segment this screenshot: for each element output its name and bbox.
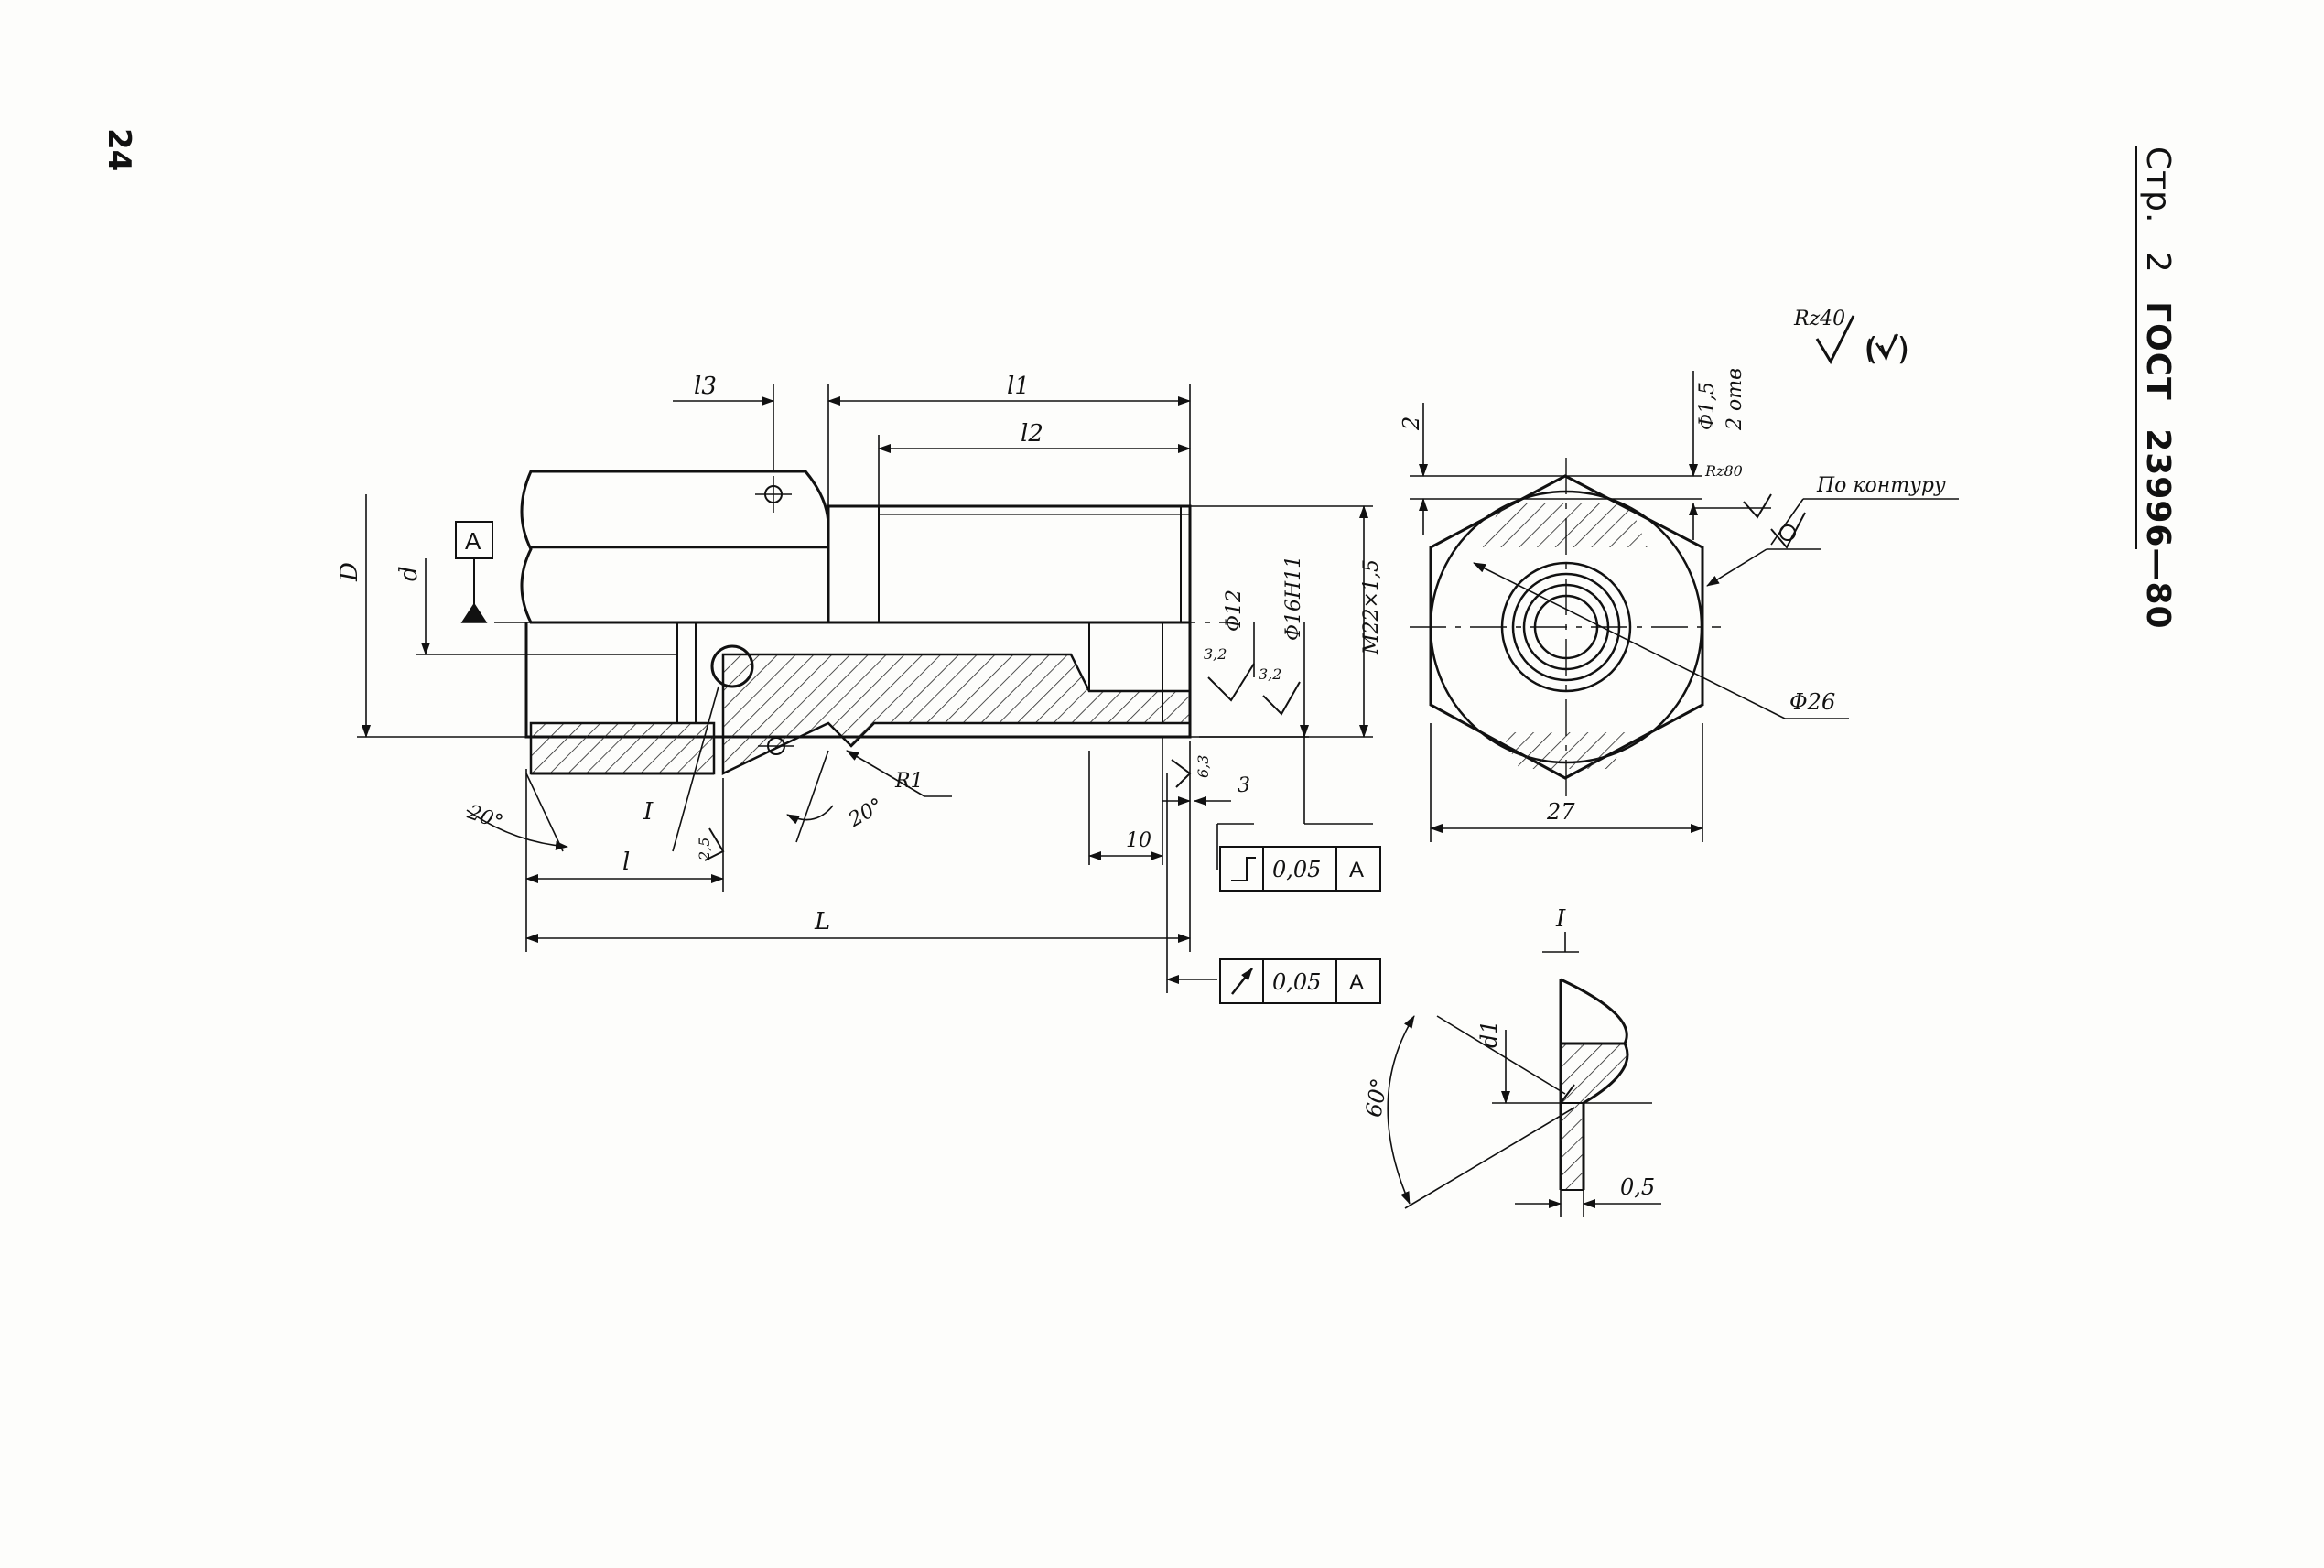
tolerance-frame-1: 0,05 A bbox=[1219, 846, 1381, 892]
hex-head-outline bbox=[520, 470, 830, 624]
detail-ref: I bbox=[643, 798, 654, 826]
detail-d1: d1 bbox=[1476, 1020, 1502, 1048]
detail-hatch bbox=[1560, 1043, 1628, 1104]
roughness-rz80 bbox=[1743, 493, 1772, 519]
dim-l1: l1 bbox=[1007, 373, 1030, 400]
tol2-datum: A bbox=[1349, 970, 1364, 995]
end-hatch-bottom bbox=[1501, 732, 1629, 769]
rough-6-3: 6,3 bbox=[1194, 755, 1212, 778]
dim-phi12: Φ12 bbox=[1223, 589, 1246, 632]
dim-L: L bbox=[814, 908, 830, 935]
runout-icon bbox=[1231, 968, 1253, 995]
angle-20-b: 20° bbox=[844, 795, 887, 833]
header-rule bbox=[2135, 146, 2137, 549]
dim-d: d bbox=[395, 566, 423, 581]
tol1-datum: A bbox=[1349, 858, 1364, 882]
detail-circle bbox=[710, 644, 754, 688]
dim-holes: 2 отв bbox=[1724, 368, 1746, 431]
detail-view bbox=[1559, 978, 1629, 1191]
tol1-value: 0,05 bbox=[1272, 857, 1321, 882]
end-hatch-top bbox=[1483, 503, 1648, 547]
roughness-6-3 bbox=[1171, 759, 1192, 788]
roughness-general bbox=[1815, 315, 1855, 365]
runout-total-icon bbox=[1231, 857, 1256, 881]
tolerance-frame-2: 0,05 A bbox=[1219, 958, 1381, 1004]
detail-dimensions bbox=[1387, 932, 1661, 1217]
roughness-3-2-b bbox=[1262, 681, 1301, 716]
dim-2: 2 bbox=[1399, 416, 1424, 431]
datum-label: A bbox=[465, 527, 481, 555]
dim-l: l bbox=[622, 849, 630, 876]
rough-3-2-b: 3,2 bbox=[1259, 665, 1281, 683]
dim-chamfer: 2,5 bbox=[696, 838, 713, 861]
end-view-dimensions bbox=[1410, 315, 1959, 842]
dim-10: 10 bbox=[1126, 829, 1151, 852]
roughness-3-2-a bbox=[1207, 663, 1255, 702]
dim-27: 27 bbox=[1546, 799, 1575, 825]
dim-3: 3 bbox=[1238, 774, 1250, 797]
dim-l2: l2 bbox=[1021, 420, 1043, 448]
rough-rz80: Rz80 bbox=[1704, 462, 1743, 480]
datum-triangle bbox=[460, 602, 488, 623]
detail-offset: 0,5 bbox=[1620, 1174, 1655, 1200]
detail-title: I bbox=[1555, 905, 1566, 933]
end-view bbox=[1410, 458, 1721, 796]
angle-20-a: 20° bbox=[464, 801, 506, 835]
hatch-left bbox=[529, 721, 716, 775]
contour-note: По контуру bbox=[1816, 474, 1946, 497]
dim-thread: M22×1,5 bbox=[1360, 559, 1383, 655]
side-view-dimensions bbox=[357, 384, 1373, 993]
side-view bbox=[494, 470, 1227, 775]
dim-l3: l3 bbox=[694, 373, 717, 400]
roughness-general-bracket: (√) bbox=[1865, 331, 1910, 368]
dim-r1: R1 bbox=[894, 770, 924, 793]
rough-3-2-a: 3,2 bbox=[1204, 645, 1227, 663]
dim-phi15: Φ1,5 bbox=[1696, 382, 1719, 430]
hatch-main bbox=[721, 653, 1192, 775]
threaded-shank bbox=[827, 504, 1192, 624]
dim-phi16: Φ16H11 bbox=[1282, 556, 1305, 641]
tol2-value: 0,05 bbox=[1272, 969, 1321, 995]
rough-general-label: Rz40 bbox=[1793, 308, 1845, 330]
roughness-contour bbox=[1770, 512, 1806, 549]
dim-D: D bbox=[336, 562, 363, 582]
dim-phi26: Φ26 bbox=[1789, 689, 1835, 715]
hex-outline bbox=[1429, 474, 1704, 780]
